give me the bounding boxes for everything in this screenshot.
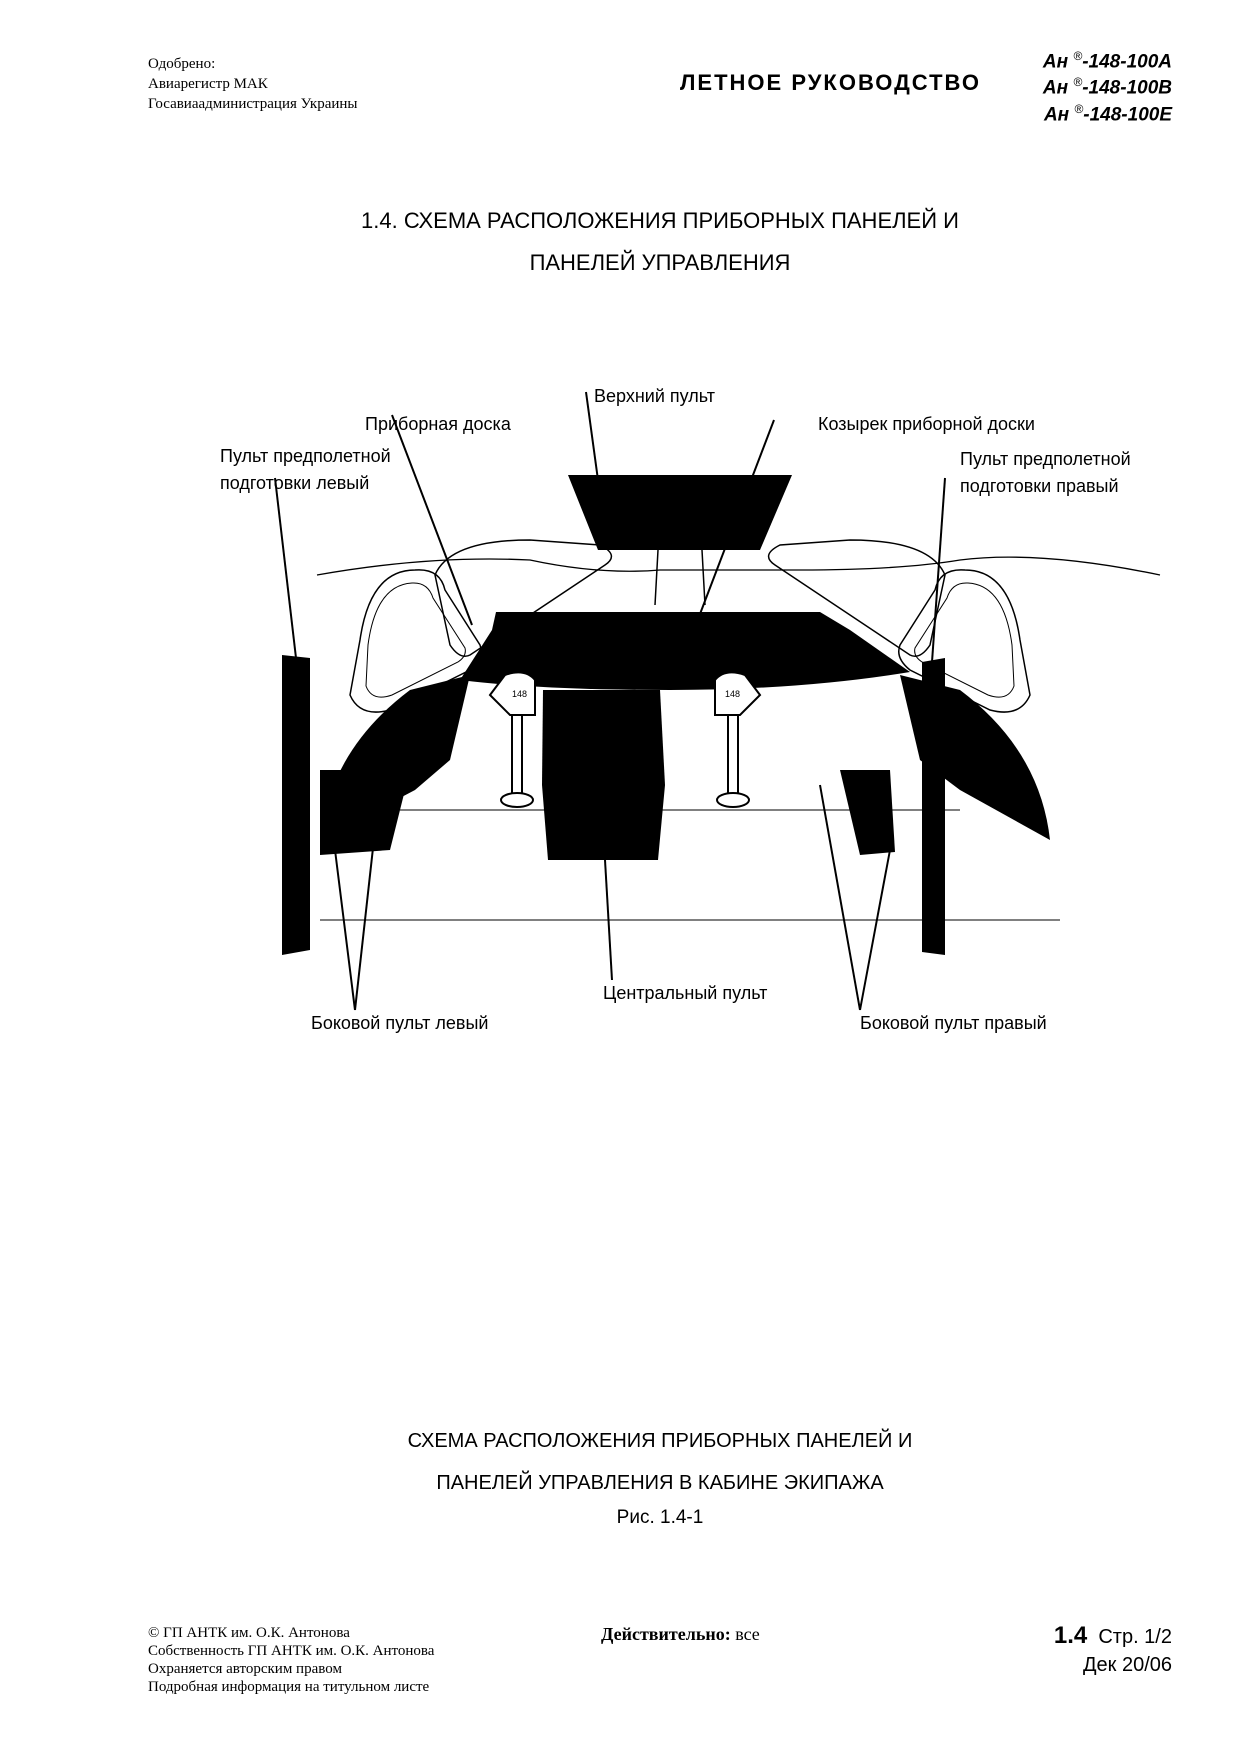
label-preflight-left-2: подготовки левый [220, 473, 370, 493]
copyright-line: © ГП АНТК им. О.К. Антонова [148, 1625, 350, 1641]
glareshield [492, 612, 850, 630]
leader-preflight-right [931, 477, 946, 663]
label-side-right: Боковой пульт правый [860, 1013, 1047, 1033]
figure-caption-line: ПАНЕЛЕЙ УПРАВЛЕНИЯ В КАБИНЕ ЭКИПАЖА [436, 1472, 884, 1494]
left-front-window [434, 539, 613, 657]
model-item: Ан ®-148-100A [1042, 49, 1172, 73]
model-list: Ан ®-148-100A Ан ®-148-100B Ан ®-148-100… [1043, 46, 1172, 125]
cabin-roof-outline [316, 556, 1161, 576]
approval-line: Авиарегистр МАК [148, 76, 268, 92]
right-side-console [840, 770, 895, 855]
revision-date: Дек 20/06 [1082, 1654, 1172, 1676]
validity: Действительно: все [601, 1624, 760, 1645]
leader-side-right-a [819, 784, 861, 1011]
left-side-window-inner [365, 582, 466, 698]
yoke-badge: 148 [725, 689, 740, 699]
leader-overhead [585, 391, 599, 481]
left-preflight-panel [282, 655, 310, 955]
yoke-badge: 148 [512, 689, 527, 699]
floor-outline [320, 809, 1060, 921]
copyright-line: Охраняется авторским правом [148, 1661, 342, 1677]
right-side-window [898, 569, 1031, 713]
leader-side-left-a [334, 849, 356, 1011]
approval-block: Одобрено: Авиарегистр МАК Госавиаадминис… [148, 54, 358, 114]
approval-line: Госавиаадминистрация Украины [148, 96, 358, 112]
center-post [654, 549, 706, 606]
left-side-window [349, 569, 482, 713]
copyright-line: Собственность ГП АНТК им. О.К. Антонова [148, 1643, 435, 1659]
leader-glareshield [699, 419, 775, 615]
copyright-block: © ГП АНТК им. О.К. Антонова Собственност… [148, 1624, 434, 1696]
leader-side-right-b [859, 849, 891, 1011]
right-yoke: 148 [714, 671, 762, 808]
validity-label: Действительно: [601, 1624, 731, 1644]
model-item: Ан ®-148-100E [1043, 101, 1172, 125]
figure-number: Рис. 1.4-1 [616, 1507, 704, 1528]
model-item: Ан ®-148-100B [1042, 75, 1172, 99]
section-number: 1.4 [1053, 1622, 1088, 1649]
approval-line: Одобрено: [148, 56, 216, 72]
label-side-left: Боковой пульт левый [311, 1013, 489, 1033]
leader-center-console [604, 859, 613, 981]
label-preflight-right-2: подготовки правый [960, 476, 1119, 496]
page-number: Стр. 1/2 [1098, 1626, 1172, 1648]
right-front-window [767, 539, 946, 657]
manual-title: ЛЕТНОЕ РУКОВОДСТВО [680, 70, 982, 95]
overhead-panel [568, 475, 792, 550]
cockpit-drawing: 148 148 [274, 391, 1161, 1011]
label-overhead-panel: Верхний пульт [594, 386, 715, 406]
validity-value: все [735, 1624, 760, 1644]
right-side-window-inner [914, 582, 1015, 698]
figure-caption-line: СХЕМА РАСПОЛОЖЕНИЯ ПРИБОРНЫХ ПАНЕЛЕЙ И [407, 1430, 913, 1452]
left-side-console [320, 770, 410, 855]
figure-caption: СХЕМА РАСПОЛОЖЕНИЯ ПРИБОРНЫХ ПАНЕЛЕЙ И П… [0, 1420, 1240, 1504]
right-preflight-panel [922, 658, 945, 955]
leader-side-left-b [354, 784, 381, 1011]
label-instrument-panel: Приборная доска [365, 414, 511, 434]
label-preflight-left-1: Пульт предполетной [220, 446, 391, 466]
section-heading-line: ПАНЕЛЕЙ УПРАВЛЕНИЯ [529, 250, 791, 275]
left-yoke: 148 [488, 671, 536, 808]
cockpit-figure: 148 148 Верхний пульт Приборная доска Ко… [200, 386, 1180, 1220]
leader-instrument-panel [391, 414, 473, 626]
instrument-panel [460, 630, 910, 690]
label-center-console: Центральный пульт [603, 983, 768, 1003]
copyright-line: Подробная информация на титульном листе [148, 1679, 430, 1695]
label-glareshield: Козырек приборной доски [818, 414, 1035, 434]
page-reference: 1.4 Стр. 1/2 Дек 20/06 [1054, 1622, 1172, 1679]
section-heading-line: 1.4. СХЕМА РАСПОЛОЖЕНИЯ ПРИБОРНЫХ ПАНЕЛЕ… [361, 208, 959, 233]
section-heading: 1.4. СХЕМА РАСПОЛОЖЕНИЯ ПРИБОРНЫХ ПАНЕЛЕ… [0, 200, 1240, 284]
center-console [542, 690, 665, 860]
label-preflight-right-1: Пульт предполетной [960, 449, 1131, 469]
leader-preflight-left [274, 477, 297, 659]
